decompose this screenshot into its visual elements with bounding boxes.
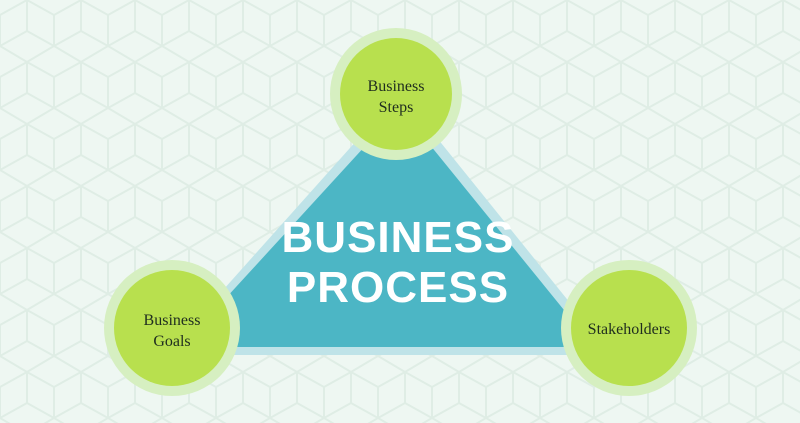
node-circle: [571, 270, 687, 386]
node-stakeholders: Stakeholders: [561, 260, 697, 396]
node-business-steps: Business Steps: [330, 28, 462, 160]
node-label-line-2: Goals: [153, 333, 190, 350]
process-triangle: [181, 108, 594, 347]
node-label: Stakeholders: [588, 321, 671, 338]
node-circle: [114, 270, 230, 386]
node-label-line-2: Steps: [379, 99, 414, 116]
node-label-line-1: Business: [144, 312, 201, 329]
node-label-line-1: Business: [368, 78, 425, 95]
center-title-line-1: BUSINESS: [282, 213, 515, 262]
node-circle: [340, 38, 452, 150]
node-business-goals: Business Goals: [104, 260, 240, 396]
center-title-line-2: PROCESS: [287, 263, 509, 312]
